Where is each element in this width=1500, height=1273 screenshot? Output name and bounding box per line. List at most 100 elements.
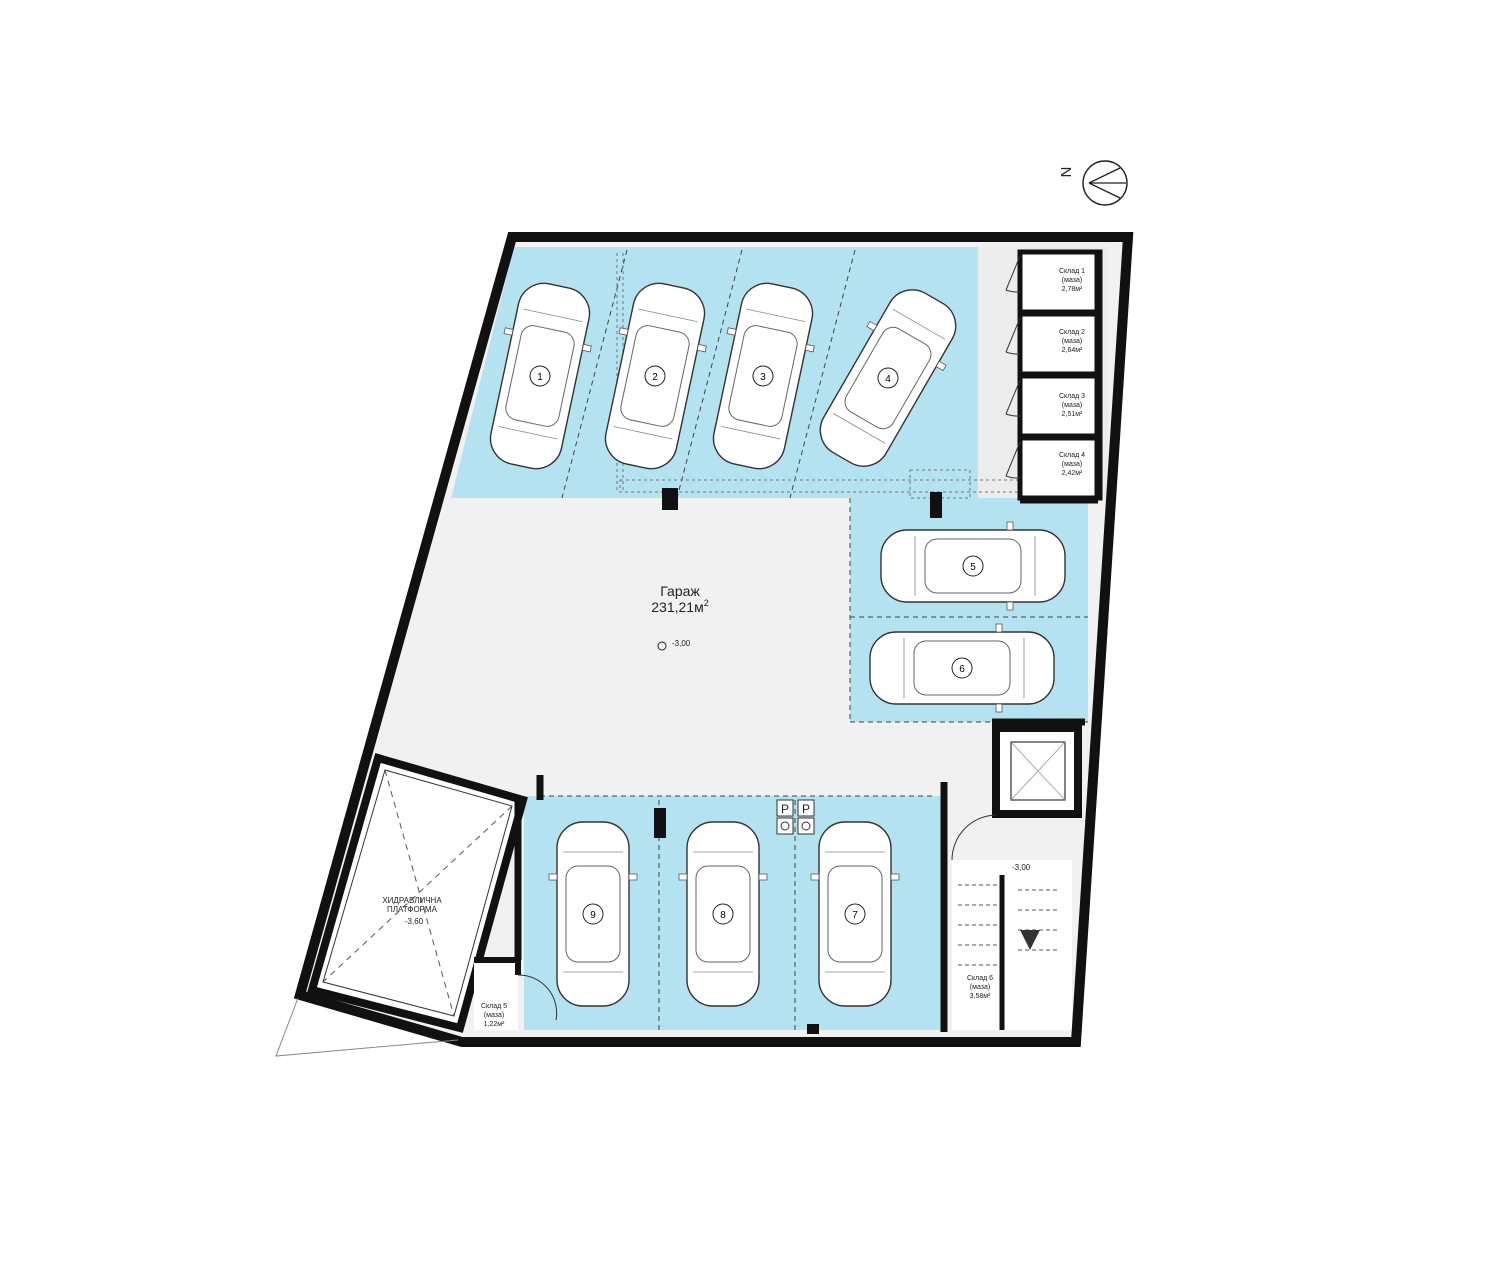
north-arrow: N: [1057, 160, 1128, 206]
ceiling-duct: [616, 253, 1021, 499]
platform-label-1: ХИДРАВЛИЧНА: [382, 896, 442, 905]
storage-6-area: 3,58м²: [970, 993, 991, 1000]
accessible-parking-signs: P P: [776, 799, 815, 835]
parking-spot-6: 6: [869, 623, 1055, 713]
parking-spot-8: 8: [678, 821, 768, 1007]
car-mirror: [995, 623, 1003, 633]
car-cabin: [924, 538, 1022, 594]
car-mirror: [696, 343, 707, 353]
car-cabin: [620, 325, 690, 427]
storage-6-type: (маза): [970, 984, 990, 991]
spot-number: 9: [590, 910, 596, 921]
car-mirror: [995, 703, 1003, 713]
storage-2-type: (маза): [1062, 338, 1082, 345]
storage-4-type: (маза): [1062, 461, 1082, 468]
car-mirror: [810, 873, 820, 881]
spot-number-circle: [752, 365, 774, 387]
car-trunk-line: [832, 412, 886, 444]
accessible-sign-1: P: [781, 802, 789, 816]
garage-level: -3,00: [672, 639, 691, 648]
outer-walls: [293, 232, 1134, 1047]
parking-spot-1: 1: [489, 282, 592, 470]
spot-number: 3: [760, 372, 766, 383]
car-mirror: [890, 873, 900, 881]
spot-number: 6: [959, 664, 965, 675]
car-mirror: [866, 320, 878, 332]
car-mirror: [628, 873, 638, 881]
parking-spot-9: 9: [548, 821, 638, 1007]
spot-number-circle: [529, 365, 551, 387]
storage-6-name: Склад 6: [967, 975, 993, 982]
car-trunk-line: [498, 426, 558, 440]
garage-area-value: 231,21м: [651, 599, 703, 615]
storage-5-name: Склад 5: [481, 1003, 507, 1010]
spot-number: 4: [885, 374, 891, 385]
garage-name: Гараж: [660, 583, 700, 599]
car-mirror: [1006, 521, 1014, 531]
spot-number-circle: [962, 555, 984, 577]
storage-labels: Склад 1 (маза) 2,78м² Склад 2 (маза) 2,6…: [481, 268, 1085, 1028]
north-label: N: [1057, 167, 1074, 178]
car-trunk-line: [613, 426, 673, 440]
car-hood-line: [746, 308, 806, 322]
storage-rooms-top: [1017, 249, 1103, 501]
car-cabin: [844, 326, 932, 430]
spot-number-circle: [644, 365, 666, 387]
spot-number-circle: [877, 367, 899, 389]
car-mirror: [726, 327, 737, 336]
platform-level: -3,60: [405, 917, 424, 926]
stair-core: [951, 814, 1072, 1030]
car-mirror: [503, 327, 514, 336]
spot-number-circle: [844, 903, 866, 925]
storage-4-area: 2,42м²: [1062, 470, 1083, 477]
car-cabin: [505, 325, 575, 427]
storage-2-name: Склад 2: [1059, 329, 1085, 336]
accessible-sign-2: P: [802, 802, 810, 816]
cars: 1 2 3 4 5 6 7 8 9: [489, 282, 1066, 1007]
car-mirror: [804, 343, 815, 353]
spot-number: 2: [652, 372, 658, 383]
car-hood-line: [638, 308, 698, 322]
car-cabin: [695, 865, 751, 963]
car-cabin: [913, 640, 1011, 696]
car-mirror: [581, 343, 592, 353]
car-cabin: [565, 865, 621, 963]
parking-spot-4: 4: [819, 289, 957, 467]
parking-spot-7: 7: [810, 821, 900, 1007]
parking-spot-3: 3: [712, 282, 815, 470]
storage-1-name: Склад 1: [1059, 268, 1085, 275]
spot-number-circle: [951, 657, 973, 679]
car-mirror: [935, 360, 947, 372]
parking-spot-5: 5: [880, 521, 1066, 611]
storage-3-name: Склад 3: [1059, 393, 1085, 400]
elevator: [992, 724, 1082, 818]
car-hood-line: [523, 308, 583, 322]
storage-4-name: Склад 4: [1059, 452, 1085, 459]
spot-number: 7: [852, 910, 858, 921]
site-edge: [275, 997, 459, 1057]
storage-5-type: (маза): [484, 1012, 504, 1019]
spot-number-circle: [582, 903, 604, 925]
car-mirror: [678, 873, 688, 881]
storage-2-area: 2,64м²: [1062, 347, 1083, 354]
parking-spot-2: 2: [604, 282, 707, 470]
hydraulic-platform: [307, 753, 528, 1033]
parking-dividers: [540, 249, 1088, 1030]
car-cabin: [728, 325, 798, 427]
storage-doors: [1005, 255, 1021, 479]
storage-5-area: 1,22м²: [484, 1021, 505, 1028]
car-mirror: [758, 873, 768, 881]
spot-number-circle: [712, 903, 734, 925]
stair-level: -3,00: [1012, 863, 1031, 872]
car-trunk-line: [721, 426, 781, 440]
car-cabin: [827, 865, 883, 963]
car-mirror: [618, 327, 629, 336]
platform-label-2: ПЛАТФОРМА: [387, 905, 438, 914]
spot-number: 1: [537, 372, 543, 383]
garage-level-marker: -3,00: [657, 639, 691, 651]
inner-walls: [514, 252, 1102, 1032]
car-mirror: [1006, 601, 1014, 611]
car-mirror: [548, 873, 558, 881]
spot-number: 5: [970, 562, 976, 573]
